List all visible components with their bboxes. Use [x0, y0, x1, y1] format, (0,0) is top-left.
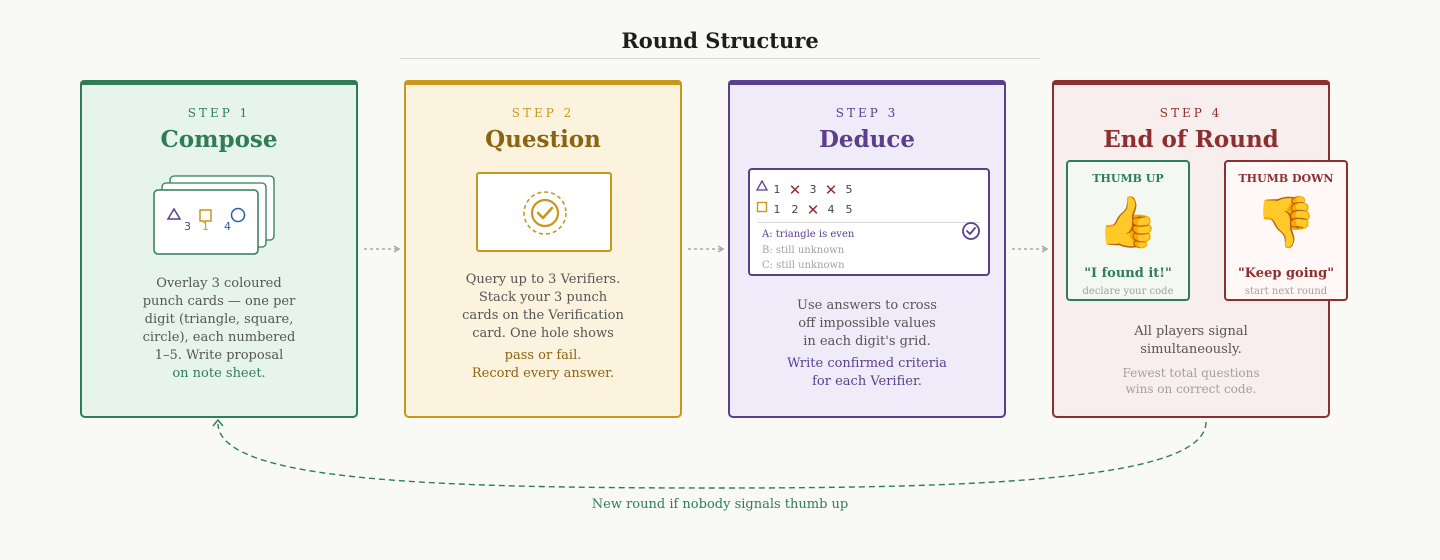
step-label: STEP 2 [511, 106, 575, 120]
step-label: STEP 1 [187, 106, 251, 120]
thumb-down-caption: start next round [1244, 286, 1328, 297]
step-card-question: STEP 2 Question Query up to 3 Verifiers.… [404, 80, 682, 418]
step-accent-text: pass or fail. [504, 348, 582, 363]
verification-card [476, 172, 612, 252]
step-arrow-3-4 [1012, 245, 1049, 253]
step-description: All players signal simultaneously. Fewes… [1122, 324, 1260, 396]
step-heading: End of Round [1103, 126, 1279, 153]
diagram-title: Round Structure [621, 28, 819, 53]
check-circle-icon [523, 191, 567, 235]
step-description: Use answers to cross off impossible valu… [750, 297, 984, 391]
cross-mark: ✕ [824, 181, 838, 199]
step-arrow-2-3 [688, 245, 725, 253]
step-heading: Deduce [818, 126, 916, 153]
loop-label: New round if nobody signals thumb up [591, 497, 849, 512]
cross-mark: ✕ [806, 201, 820, 219]
thumb-down-panel: THUMB DOWN 👎 "Keep going" start next rou… [1224, 160, 1348, 301]
card-accent-bar [404, 80, 682, 85]
thumb-up-panel: THUMB UP 👍 "I found it!" declare your co… [1066, 160, 1190, 301]
step-label: STEP 3 [835, 106, 899, 120]
step-heading: Compose [160, 126, 278, 153]
card-number-triangle: 3 [184, 220, 191, 233]
title-divider [400, 58, 1040, 59]
card-number-circle: 4 [224, 220, 231, 233]
step-accent-text: Write confirmed criteria [787, 356, 947, 371]
loop-back-arrow [212, 418, 1207, 489]
step-card-end-of-round: STEP 4 End of Round THUMB UP 👍 "I found … [1052, 80, 1348, 418]
thumb-up-caption: declare your code [1082, 286, 1174, 297]
card-accent-bar [80, 80, 358, 85]
deduction-grid: 1 ✕ 3 ✕ 5 1 2 ✕ 4 5 A: triangle is even … [748, 168, 990, 276]
step-card-deduce: STEP 3 Deduce 1 ✕ 3 ✕ 5 1 2 ✕ 4 5 A: tri… [728, 80, 1006, 418]
cross-mark: ✕ [788, 181, 802, 199]
thumb-down-title: THUMB DOWN [1238, 172, 1334, 185]
step-description: Query up to 3 Verifiers. Stack your 3 pu… [426, 271, 660, 383]
thumb-up-title: THUMB UP [1092, 172, 1164, 185]
check-circle-icon [962, 222, 980, 240]
step-label: STEP 4 [1159, 106, 1223, 120]
grid-divider [758, 222, 980, 223]
step-description: Overlay 3 coloured punch cards — one per… [102, 275, 336, 383]
thumb-up-icon: 👍 [1096, 193, 1160, 251]
thumb-down-quote: "Keep going" [1238, 266, 1334, 281]
thumb-up-quote: "I found it!" [1084, 266, 1172, 281]
triangle-icon [756, 180, 768, 191]
step-accent-text: for each Verifier. [812, 374, 922, 389]
step-accent-text: Record every answer. [471, 366, 615, 381]
step-accent-text: on note sheet. [172, 366, 266, 381]
step-card-compose: STEP 1 Compose 3 1 4 Overlay 3 coloured … [80, 80, 358, 418]
step-heading: Question [485, 126, 601, 153]
verifier-line-c: C: still unknown [762, 260, 845, 271]
card-accent-bar [728, 80, 1006, 85]
card-accent-bar [1052, 80, 1330, 85]
verifier-line-b: B: still unknown [762, 245, 845, 256]
card-number-square: 1 [202, 220, 209, 233]
step-arrow-1-2 [364, 245, 401, 253]
punch-cards-icon: 3 1 4 [153, 175, 275, 255]
verifier-line-a: A: triangle is even [762, 229, 855, 240]
thumb-down-icon: 👎 [1254, 193, 1318, 251]
square-icon [756, 201, 768, 213]
